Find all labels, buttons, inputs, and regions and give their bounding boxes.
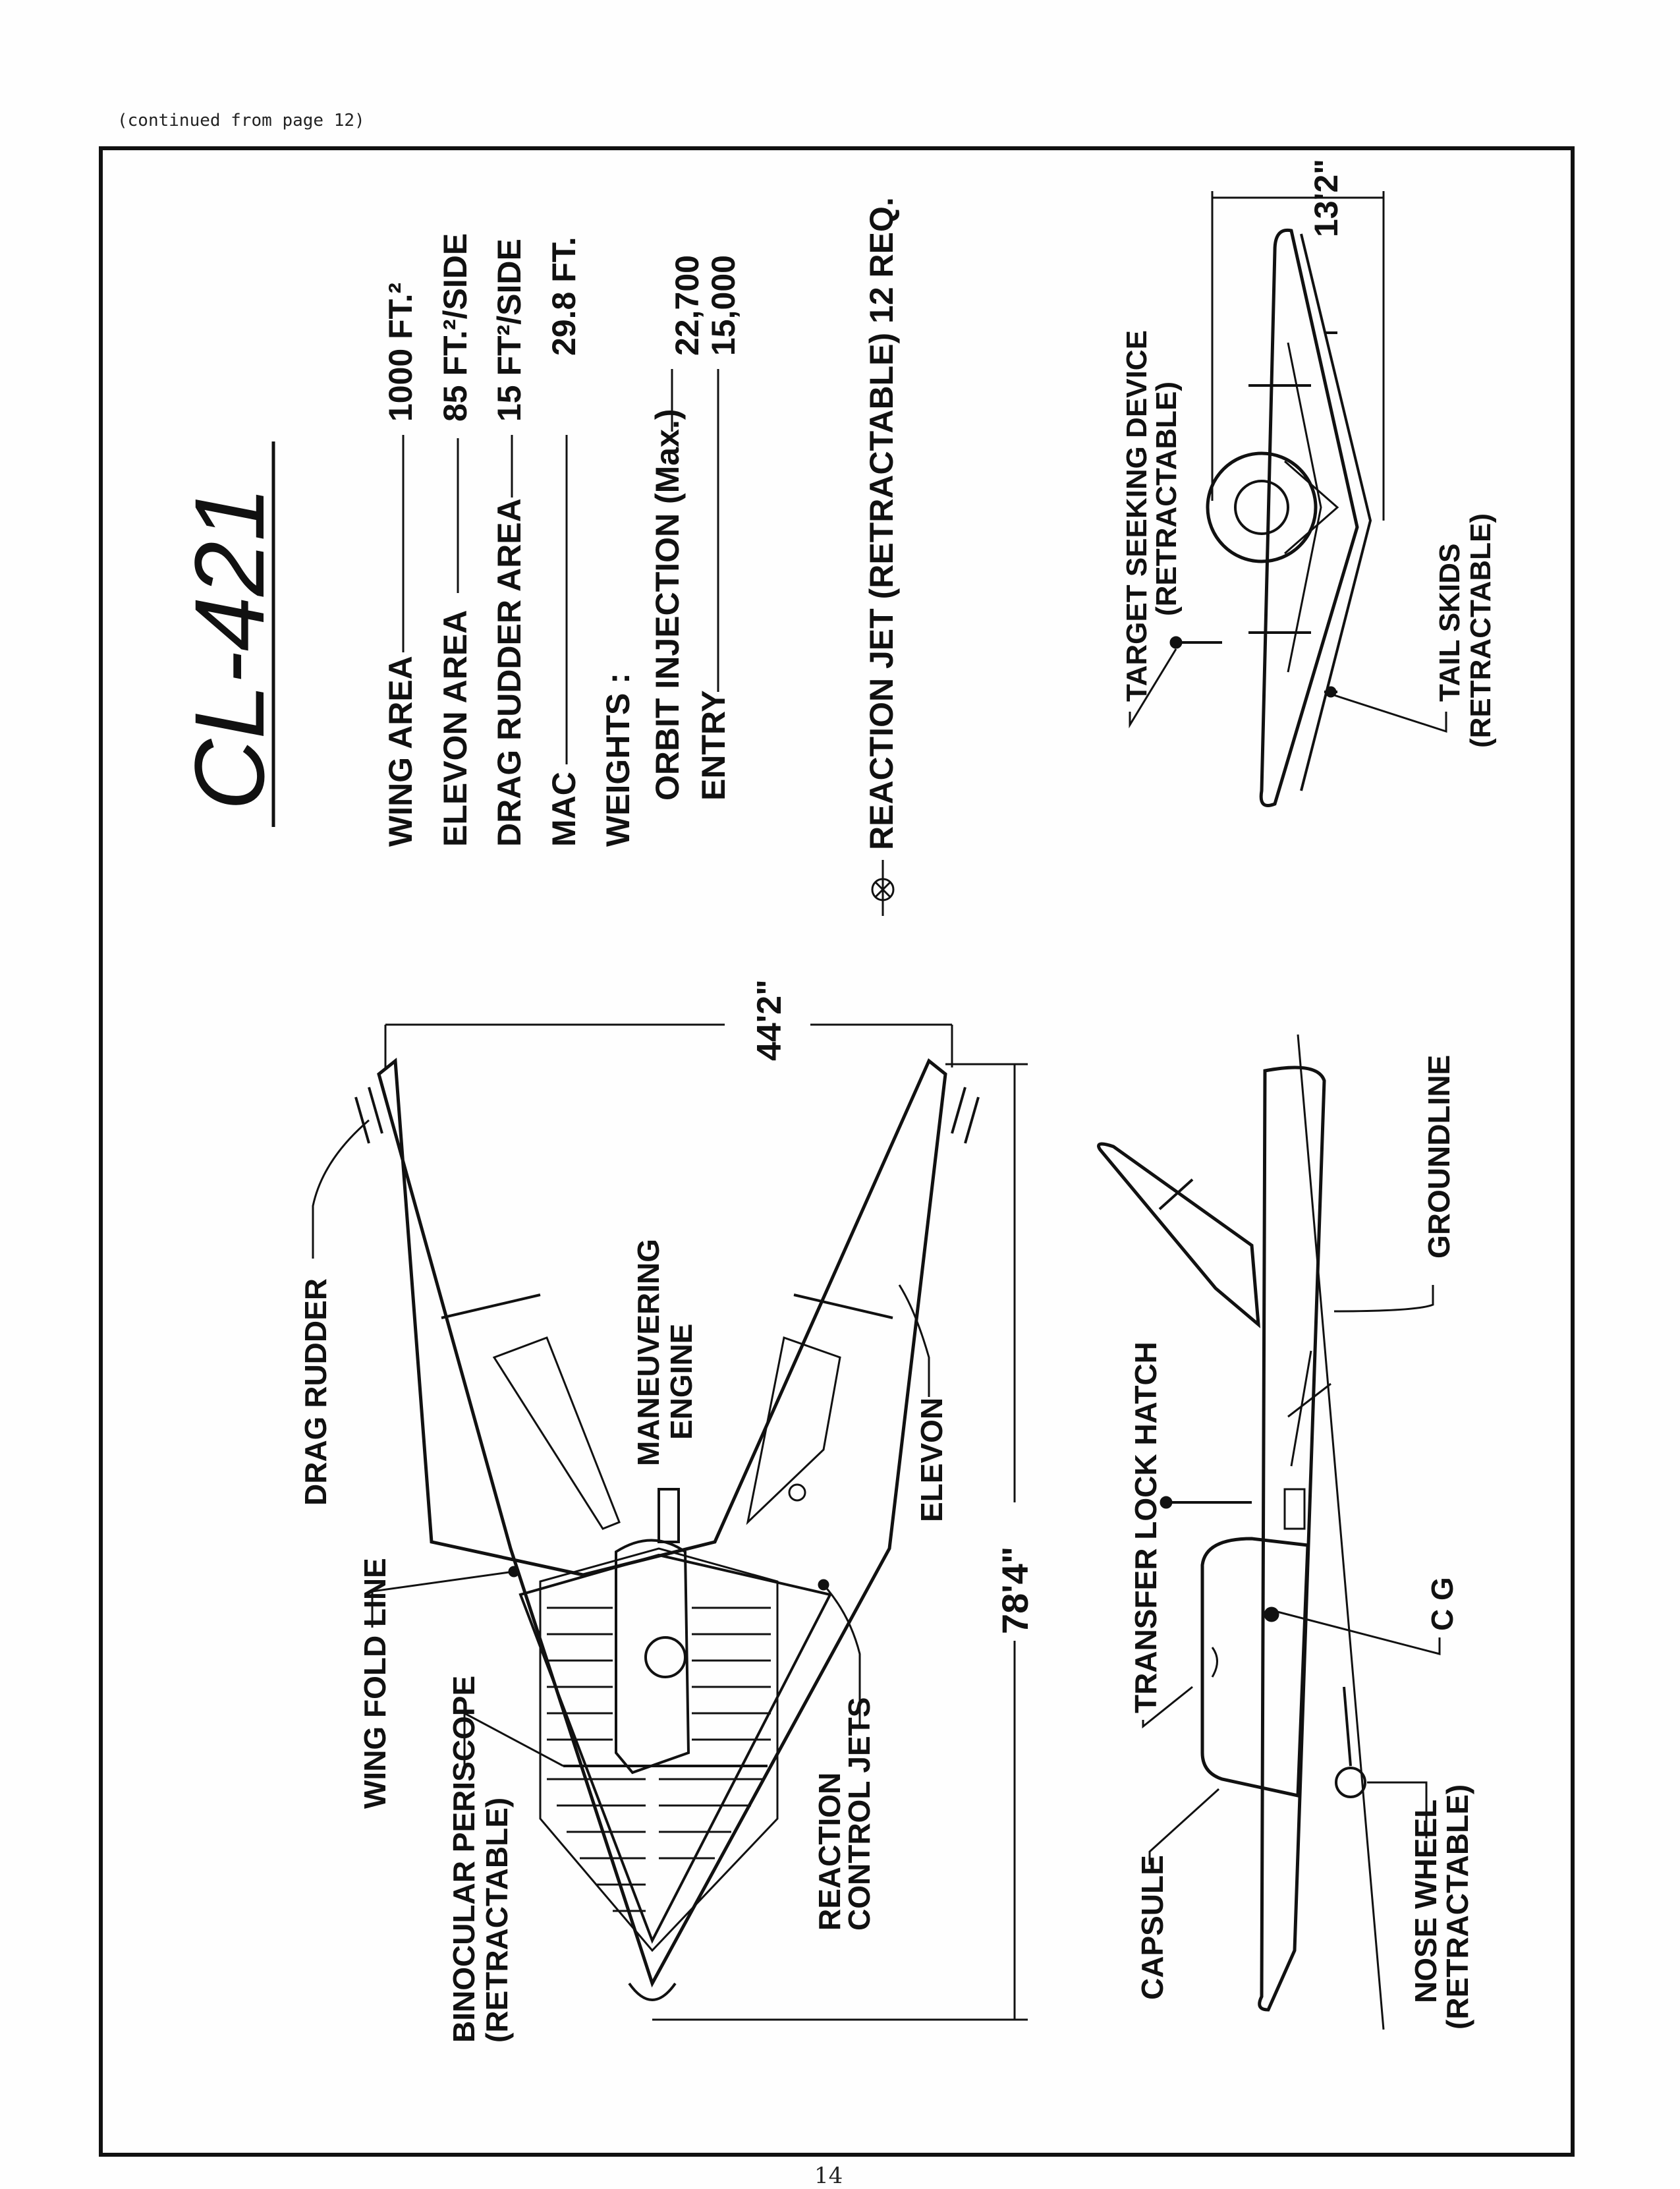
reaction-control-jets-label-1: REACTION [812, 1773, 847, 1931]
reaction-control-jets-label-2: CONTROL JETS [842, 1697, 876, 1931]
drag-rudder-label: DRAG RUDDER [298, 1278, 333, 1506]
plan-view-hatch-circle [644, 1636, 686, 1678]
mac-label: MAC [546, 772, 582, 847]
entry-value: 15,000 [705, 255, 742, 356]
leader-wing-fold-line [371, 1570, 515, 1628]
span-dimension: 44'2" [750, 979, 789, 1061]
leader-transfer-lock-hatch [1142, 1686, 1193, 1729]
leader-groundline [1333, 1285, 1434, 1313]
front-view-labels: TARGET SEEKING DEVICE (RETRACTABLE) TAIL… [1121, 330, 1497, 748]
specifications: WING AREA 1000 FT.² ELEVON AREA 85 FT.²/… [382, 233, 742, 847]
drag-rudder-area-label: DRAG RUDDER AREA [491, 498, 528, 847]
drag-rudder-area-value: 15 FT²/SIDE [491, 239, 528, 422]
maneuvering-engine-label-2: ENGINE [664, 1324, 698, 1440]
leader-drag-rudder [312, 1119, 370, 1259]
wing-area-value: 1000 FT.² [382, 283, 419, 422]
nose-wheel-icon [1335, 1767, 1366, 1798]
target-seeking-device-label-1: TARGET SEEKING DEVICE [1121, 330, 1153, 702]
binocular-periscope-label-2: (RETRACTABLE) [480, 1798, 514, 2043]
orbit-injection-label: ORBIT INJECTION (Max.) [649, 409, 686, 801]
elevon-area-value: 85 FT.²/SIDE [437, 233, 474, 422]
reaction-jet-note-text: REACTION JET (RETRACTABLE) 12 REQ. [863, 197, 900, 850]
length-dimension: 78'4" [994, 1547, 1036, 1634]
reaction-jet-note: REACTION JET (RETRACTABLE) 12 REQ. [863, 197, 900, 916]
plan-view-labels: DRAG RUDDER MANEUVERING ENGINE ELEVON WI… [298, 1119, 949, 2043]
leader-binocular-periscope [463, 1711, 564, 1773]
capsule-label: CAPSULE [1135, 1855, 1169, 2000]
mac-value: 29.8 FT. [546, 237, 582, 356]
entry-label: ENTRY [695, 690, 732, 801]
drawing-frame [99, 146, 1575, 2157]
cg-symbol [1264, 1606, 1279, 1622]
tail-skids-label-2: (RETRACTABLE) [1465, 513, 1497, 748]
leader-cg [1274, 1610, 1441, 1655]
title: CL-421 [174, 486, 285, 810]
wing-area-label: WING AREA [382, 656, 419, 847]
groundline [1297, 1034, 1385, 2030]
target-seeking-device-label-2: (RETRACTABLE) [1150, 382, 1183, 616]
plan-view [354, 1058, 980, 2001]
tail-skids-label-1: TAIL SKIDS [1434, 544, 1466, 702]
elevon-area-label: ELEVON AREA [437, 610, 474, 847]
leader-tail-skids [1333, 694, 1447, 733]
height-dimension: 13'2" [1308, 159, 1345, 237]
elevon-label: ELEVON [914, 1398, 949, 1522]
title-block: CL-421 [174, 441, 285, 827]
plan-view-hatching [547, 1606, 771, 1912]
continued-note: (continued from page 12) [117, 111, 365, 130]
front-view-dimension: 13'2" [1211, 159, 1385, 521]
wing-jet-symbol-icon [788, 1483, 806, 1502]
nose-wheel-label-2: (RETRACTABLE) [1440, 1784, 1474, 2030]
leader-elevon [898, 1284, 930, 1397]
reaction-jet-symbol-icon [871, 878, 895, 901]
leader-capsule [1148, 1788, 1220, 1865]
weights-label: WEIGHTS : [600, 673, 636, 847]
maneuvering-engine-nozzle [658, 1488, 680, 1543]
leader-nose-wheel [1367, 1781, 1428, 1838]
groundline-label: GROUNDLINE [1422, 1055, 1456, 1259]
leader-target-seeking-device [1129, 648, 1177, 729]
maneuvering-engine-label-1: MANEUVERING [631, 1239, 665, 1466]
side-view [1097, 1034, 1385, 2030]
plan-view-dimensions: 44'2" 78'4" [384, 979, 1036, 2021]
leader-reaction-control-jets [822, 1584, 861, 1726]
orbit-injection-value: 22,700 [669, 255, 706, 356]
cg-label: C G [1425, 1577, 1459, 1631]
front-view-fuselage [1206, 451, 1318, 563]
side-view-labels: GROUNDLINE TRANSFER LOCK HATCH C G CAPSU… [1129, 1055, 1474, 2030]
wing-fold-line-label: WING FOLD LINE [358, 1558, 392, 1809]
front-view [1169, 228, 1372, 807]
transfer-lock-hatch-label: TRANSFER LOCK HATCH [1129, 1342, 1163, 1713]
